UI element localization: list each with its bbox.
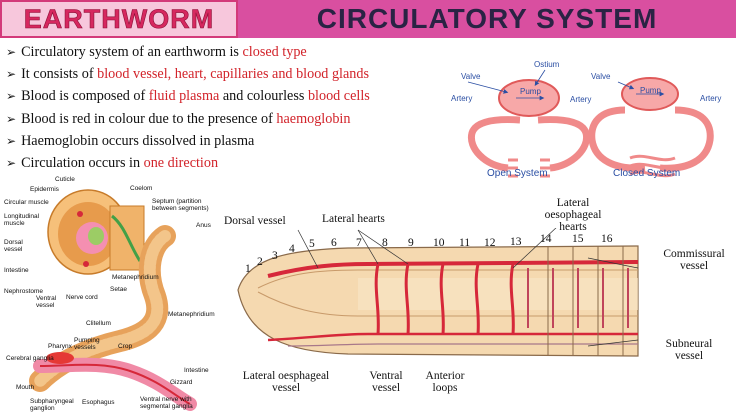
label-pharynx: Pharynx [48, 343, 72, 350]
label-lateral-oesphageal-vessel: Lateral oesphageal vessel [242, 370, 330, 394]
arrow-icon: ➢ [6, 133, 17, 148]
segment-number: 1 [245, 263, 251, 275]
fact-item: ➢Haemoglobin occurs dissolved in plasma [6, 132, 255, 149]
open-closed-system-diagram [467, 69, 714, 178]
segment-number: 14 [540, 233, 552, 245]
fact-item: ➢Blood is red in colour due to the prese… [6, 110, 351, 127]
label-crop: Crop [118, 343, 133, 350]
worm-body-graphic [29, 225, 197, 411]
label-pumping-vessels: Pumping vessels [74, 337, 100, 351]
label-clitellum: Clitellum [86, 320, 111, 327]
fact-item: ➢It consists of blood vessel, heart, cap… [6, 66, 369, 83]
closed-system-caption: Closed System [613, 168, 681, 179]
label-dorsal-vessel-diagram: Dorsal vessel [224, 215, 286, 227]
label-metanephridium: Metanephridium [112, 274, 159, 281]
label-nerve-cord: Nerve cord [66, 294, 98, 301]
label-mouth: Mouth [16, 384, 35, 391]
label-metanephridium-2: Metanephridium [168, 311, 215, 318]
fact-item: ➢Circulatory system of an earthworm is c… [6, 44, 307, 60]
label-anus: Anus [196, 222, 211, 229]
header-right-banner: CIRCULATORY SYSTEM [238, 0, 736, 38]
label-nephrostome: Nephrostome [4, 288, 44, 295]
open-system-caption: Open System [487, 168, 548, 179]
label-lateral-oesophageal-hearts: Lateral oesophageal hearts [544, 197, 602, 233]
closed-valve-label: Valve [591, 72, 611, 81]
label-dorsal-vessel: Dorsal vessel [4, 239, 23, 253]
label-septum: Septum (partition between segments) [152, 198, 209, 212]
segment-number: 10 [433, 237, 445, 249]
closed-pump-label: Pump [640, 86, 661, 95]
arrow-icon: ➢ [6, 45, 17, 59]
closed-artery-left-label: Artery [570, 95, 592, 104]
header-right-title: CIRCULATORY SYSTEM [316, 3, 658, 34]
label-gizzard: Gizzard [170, 379, 193, 386]
fact-list: ➢Circulatory system of an earthworm is c… [6, 41, 446, 174]
segment-number: 6 [331, 237, 337, 249]
arrow-icon: ➢ [6, 111, 17, 126]
label-coelom: Coelom [130, 185, 153, 192]
label-longitudinal-muscle: Longitudinal muscle [4, 213, 40, 227]
label-cuticle: Cuticle [55, 176, 75, 183]
closed-artery-right-label: Artery [700, 94, 722, 103]
open-valve-label: Valve [461, 72, 481, 81]
arrow-icon: ➢ [6, 67, 17, 82]
segment-number: 12 [484, 237, 496, 249]
label-lateral-hearts: Lateral hearts [322, 213, 385, 225]
label-cerebral-ganglia: Cerebral ganglia [6, 355, 54, 362]
header-left-banner: EARTHWORM [0, 0, 238, 38]
segment-number: 5 [309, 238, 315, 250]
label-commissural-vessel: Commissural vessel [663, 248, 725, 272]
label-ventral-vessel: Ventral vessel [36, 295, 57, 309]
label-subneural-vessel: Subneural vessel [665, 338, 713, 362]
open-ostium-label: Ostium [534, 60, 560, 69]
label-anterior-loops: Anterior loops [425, 370, 465, 394]
segment-number: 8 [382, 237, 388, 249]
fact-item: ➢Blood is composed of fluid plasma and c… [6, 88, 370, 105]
label-intestine: Intestine [4, 267, 29, 274]
fact-item: ➢Circulation occurs in one direction [6, 155, 219, 172]
label-ventral-nerve: Ventral nerve with segmental ganglia [140, 396, 193, 410]
arrow-icon: ➢ [6, 89, 17, 104]
open-system-graphic [467, 69, 590, 178]
arrow-icon: ➢ [6, 156, 17, 171]
closed-system-graphic [588, 77, 714, 178]
segment-number: 15 [572, 233, 584, 245]
label-esophagus: Esophagus [82, 399, 115, 406]
segment-number: 16 [601, 233, 613, 245]
cross-section-graphic [47, 189, 145, 275]
earthworm-anatomy-illustration [29, 189, 197, 411]
open-artery-label: Artery [451, 94, 473, 103]
segment-number: 11 [459, 237, 471, 249]
segment-number: 13 [510, 236, 522, 248]
label-epidermis: Epidermis [30, 186, 59, 193]
open-pump-label: Pump [520, 87, 541, 96]
segment-number: 7 [356, 237, 362, 249]
segment-number: 9 [408, 237, 414, 249]
label-intestine-2: Intestine [184, 367, 209, 374]
segment-number: 2 [257, 256, 263, 268]
segment-number: 3 [272, 250, 278, 262]
segment-number: 4 [289, 243, 295, 255]
header-left-title: EARTHWORM [23, 3, 215, 34]
label-subpharyngeal-ganglion: Subpharyngeal ganglion [30, 398, 74, 412]
label-setae: Setae [110, 286, 127, 293]
label-circular-muscle: Circular muscle [4, 199, 49, 206]
longitudinal-section-diagram [237, 228, 639, 357]
label-ventral-vessel-diagram: Ventral vessel [369, 370, 403, 394]
